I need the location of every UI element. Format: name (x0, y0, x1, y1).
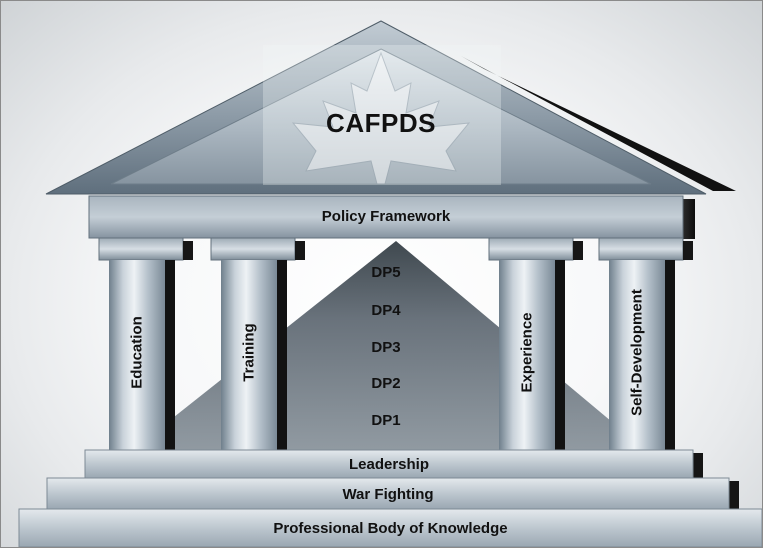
pillar-self-development-label: Self-Development (628, 289, 646, 416)
steps (18, 449, 762, 547)
policy-band (88, 195, 684, 239)
dp1-label: DP1 (371, 412, 401, 429)
policy-band-shadow (683, 199, 695, 239)
maple-leaf-icon (263, 45, 501, 185)
pediment (110, 48, 652, 185)
war-fighting-step-label: War Fighting (342, 486, 434, 503)
pillar-experience-label: Experience (518, 312, 536, 393)
leadership-step-label: Leadership (348, 456, 430, 473)
dp2-label: DP2 (371, 375, 401, 392)
dp3-label: DP3 (371, 339, 401, 356)
policy-framework-label: Policy Framework (321, 208, 451, 225)
body-of-knowledge-step-label: Professional Body of Knowledge (273, 520, 508, 537)
diagram-title: CAFPDS (326, 108, 436, 138)
dp4-label: DP4 (371, 302, 401, 319)
pillar-shafts (109, 260, 675, 450)
pillar-training-label: Training (240, 323, 258, 382)
dp5-label: DP5 (371, 264, 401, 281)
pillar-education-label: Education (128, 316, 146, 389)
pillar-capitals (98, 237, 693, 261)
